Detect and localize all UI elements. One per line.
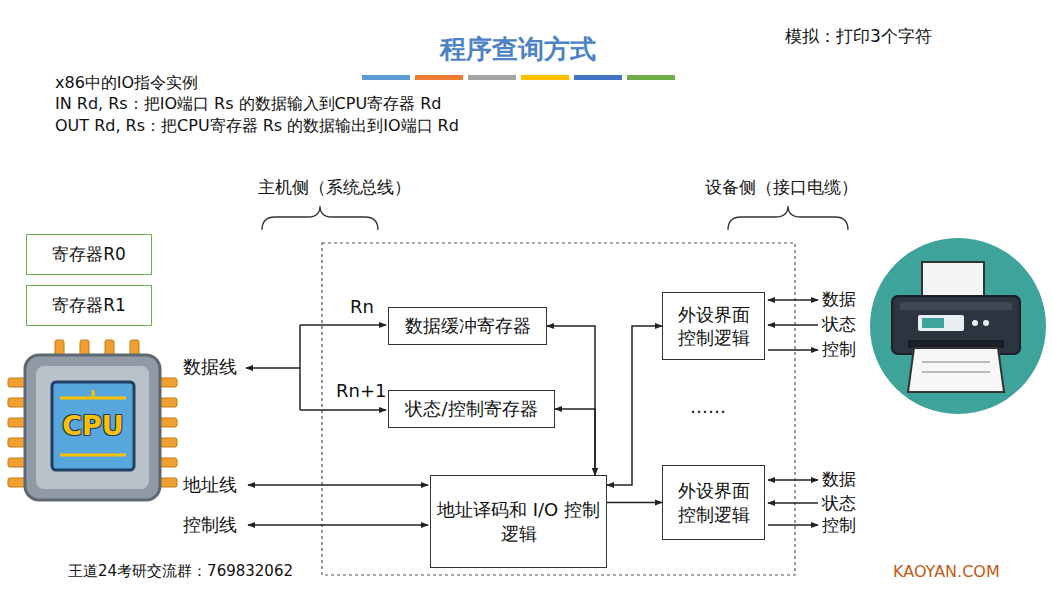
connector [607,502,662,504]
device-brace [728,206,848,230]
node-text: CPU [62,408,124,443]
register-label: Rn [350,296,374,319]
node-text: 状态/控制寄存器 [405,397,537,420]
slide-title: 程序查询方式 [440,33,596,66]
instruction-text: IN Rd, Rs：把IO端口 Rs 的数据输入到CPU寄存器 Rd [55,94,442,114]
side-label: 设备侧（接口电缆） [705,177,858,198]
register-box: 寄存器R0 [26,234,152,275]
node-text: 寄存器R1 [52,294,126,316]
footer-brand: KAOYAN.COM [893,562,1000,582]
register-label: Rn+1 [336,380,386,403]
node-text: 寄存器R0 [52,243,126,265]
device-control-box: 外设界面 控制逻辑 [662,292,765,360]
connector [607,326,662,485]
node-text: 外设界面 控制逻辑 [669,303,758,350]
device-control-box: 外设界面 控制逻辑 [662,465,765,540]
buffer-register: 数据缓冲寄存器 [388,307,547,345]
side-label: 主机侧（系统总线） [258,177,411,198]
instruction-text: OUT Rd, Rs：把CPU寄存器 Rs 的数据输出到IO端口 Rd [55,116,459,136]
note-text: 模拟：打印3个字符 [785,26,932,47]
signal-label: 控制 [822,339,856,360]
printer-icon [870,238,1046,414]
node-text: 数据缓冲寄存器 [405,314,531,337]
title-bars [362,75,675,80]
decoder-box: 地址译码和 I/O 控制逻辑 [430,475,607,568]
bus-label: 控制线 [183,514,237,537]
connector [555,409,595,475]
heading-text: x86中的IO指令实例 [55,73,198,93]
cpu-core: CPU [56,400,130,452]
node-text: 外设界面 控制逻辑 [669,479,758,526]
status-register: 状态/控制寄存器 [388,390,555,428]
host-brace [262,206,378,230]
signal-label: 状态 [822,314,856,335]
bus-label: 地址线 [183,474,237,497]
register-box: 寄存器R1 [26,285,152,326]
footer-text: 王道24考研交流群：769832062 [68,562,293,581]
signal-label: 数据 [822,469,856,489]
signal-label: 数据 [822,289,856,310]
node-text: 地址译码和 I/O 控制逻辑 [437,498,600,545]
cpu-chip [8,340,177,500]
ellipsis: …… [690,396,726,419]
signal-label: 控制 [822,515,856,535]
signal-label: 状态 [822,493,856,513]
bus-label: 数据线 [183,356,237,379]
